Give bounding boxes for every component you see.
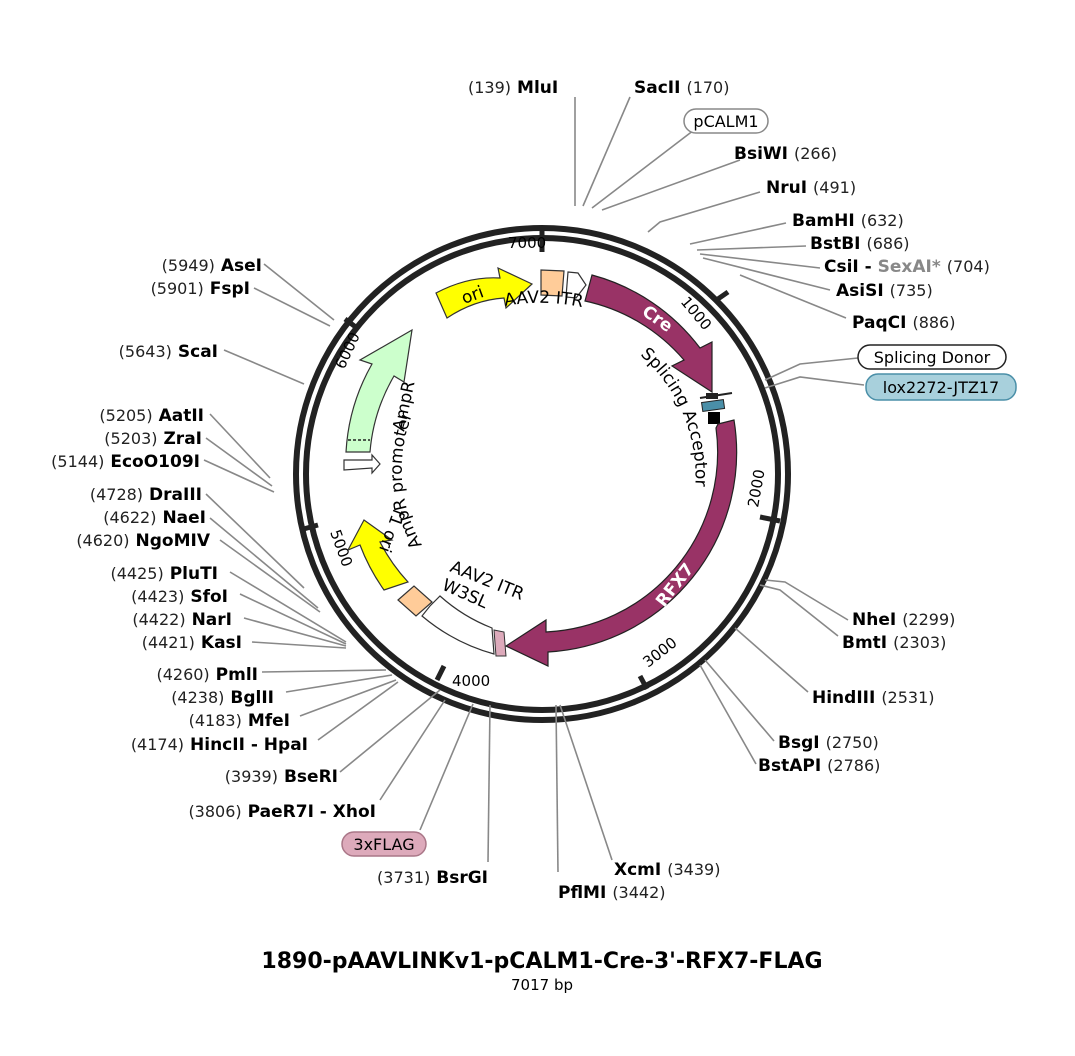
ampr-feature <box>345 328 413 453</box>
aav2-itr-top-cap <box>565 271 587 299</box>
site-nhei: NheI(2299) <box>852 610 955 630</box>
site-nari: (4422)NarI <box>132 610 232 630</box>
site-zrai: (5203)ZraI <box>104 429 202 449</box>
site-ngomiv: (4620)NgoMIV <box>76 531 211 551</box>
site-eco109i: (5144)EcoO109I <box>51 452 200 472</box>
lox-bar <box>699 392 733 399</box>
badge-splicing-donor-text: Splicing Donor <box>874 348 991 367</box>
site-scai: (5643)ScaI <box>119 342 218 362</box>
aav2-itr-top-feature <box>540 269 565 297</box>
site-bstbi: BstBI(686) <box>810 234 910 254</box>
site-pluti: (4425)PluTI <box>110 564 218 584</box>
lox-mark <box>700 398 726 413</box>
tick-5000 <box>299 522 319 533</box>
backbone-outer-ring <box>293 225 791 723</box>
site-paqci: PaqCI(886) <box>852 313 955 333</box>
tick-1000 <box>713 289 730 304</box>
tick-marks <box>299 230 781 691</box>
cre-feature <box>584 274 713 394</box>
site-csii-sexai: CsiI - SexAI*(704) <box>824 257 990 277</box>
site-paer7i-xhoi: (3806)PaeR7I - XhoI <box>188 802 376 822</box>
splice-block <box>708 412 720 424</box>
site-hincii-hpai: (4174)HincII - HpaI <box>131 735 308 755</box>
tick-label-4000: 4000 <box>452 672 490 690</box>
plasmid-title: 1890-pAAVLINKv1-pCALM1-Cre-3'-RFX7-FLAG <box>261 949 822 974</box>
site-mlui: (139)MluI <box>468 78 558 98</box>
site-asisi: AsiSI(735) <box>836 281 933 301</box>
site-nrui: NruI(491) <box>766 178 856 198</box>
badge-lox: lox2272-JTZ17 <box>865 373 1017 401</box>
site-bstapi: BstAPI(2786) <box>758 756 880 776</box>
badge-3xflag: 3xFLAG <box>341 831 427 857</box>
w3sl-feature <box>421 595 495 655</box>
aav2-itr-bottom-feature <box>397 585 433 617</box>
site-bsiwi: BsiWI(266) <box>734 144 837 164</box>
tick-label-2000: 2000 <box>744 468 768 509</box>
ampr-promoter-feature <box>343 453 381 475</box>
tick-3000 <box>637 674 650 691</box>
site-naei: (4622)NaeI <box>103 508 206 528</box>
site-aatii: (5205)AatII <box>99 406 204 426</box>
badge-3xflag-text: 3xFLAG <box>353 835 414 854</box>
site-bmti: BmtI(2303) <box>842 633 946 653</box>
site-fspi: (5901)FspI <box>151 279 250 299</box>
site-sfoi: (4423)SfoI <box>131 587 228 607</box>
site-pflmi: PflMI(3442) <box>558 883 666 903</box>
f1-ori-feature <box>346 519 410 591</box>
flag-mark <box>493 629 507 657</box>
site-bsrgi: (3731)BsrGI <box>377 868 488 888</box>
ampr-label: AmpR <box>389 379 419 433</box>
badge-pcalm1: pCALM1 <box>683 108 769 134</box>
site-bamhi: BamHI(632) <box>792 211 904 231</box>
site-mfei: (4183)MfeI <box>189 711 290 731</box>
tick-label-3000: 3000 <box>639 633 680 671</box>
tick-4000 <box>434 664 447 682</box>
site-xcmi: XcmI(3439) <box>614 860 720 880</box>
badge-pcalm1-text: pCALM1 <box>693 112 758 131</box>
tick-2000 <box>759 514 781 524</box>
plasmid-size: 7017 bp <box>511 976 573 994</box>
site-bglii: (4238)BglII <box>171 688 274 708</box>
site-kasi: (4421)KasI <box>142 633 242 653</box>
site-draiii: (4728)DraIII <box>90 485 202 505</box>
badge-lox-text: lox2272-JTZ17 <box>883 378 999 397</box>
tick-label-7000: 7000 <box>508 234 546 252</box>
site-sacii: SacII(170) <box>634 78 729 98</box>
leader-lines <box>203 96 865 873</box>
rfx7-feature <box>504 419 738 667</box>
ori-feature <box>435 266 534 319</box>
tick-6000 <box>343 317 359 330</box>
site-bsgi: BsgI(2750) <box>778 733 879 753</box>
site-pmli: (4260)PmlI <box>156 665 258 685</box>
site-bseri: (3939)BseRI <box>225 767 338 787</box>
badge-splicing-donor: Splicing Donor <box>857 344 1007 370</box>
site-asei: (5949)AseI <box>162 256 262 276</box>
site-hindiii: HindIII(2531) <box>812 688 935 708</box>
